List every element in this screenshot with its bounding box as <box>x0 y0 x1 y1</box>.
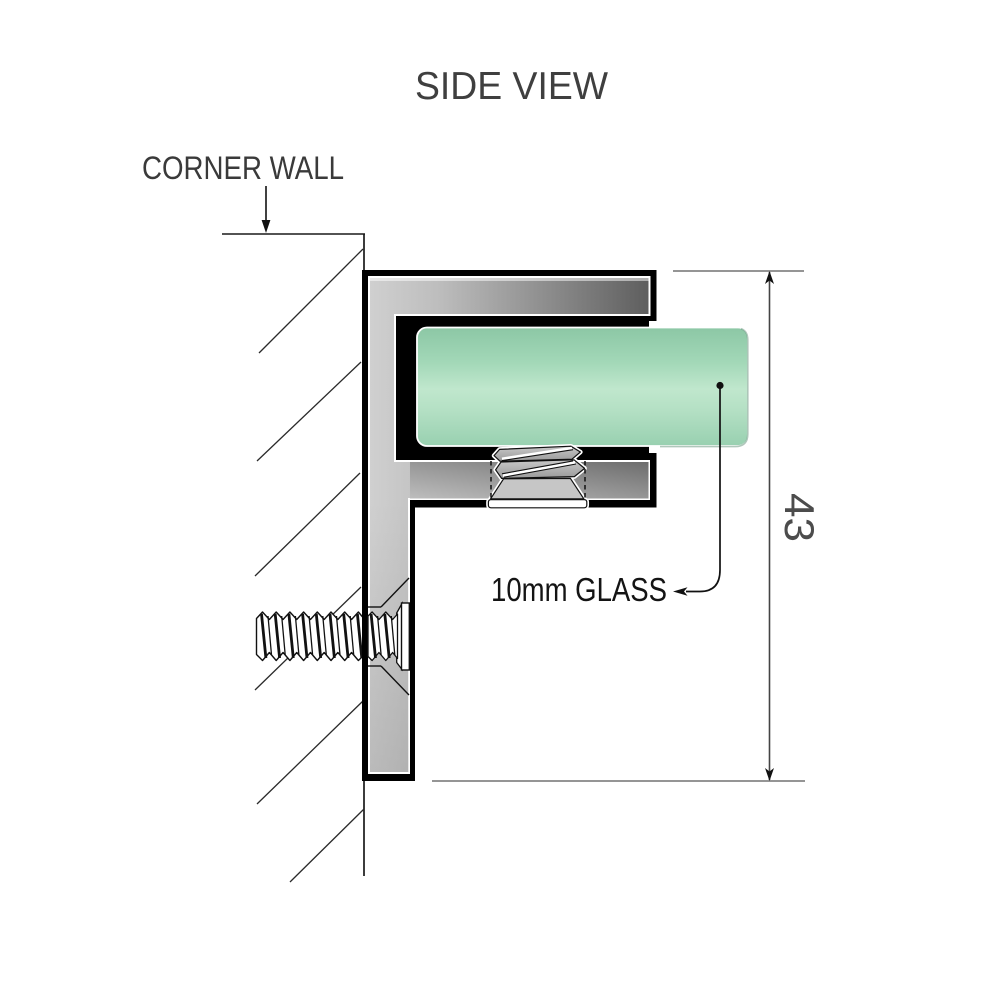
svg-text:CORNER WALL: CORNER WALL <box>142 150 344 186</box>
svg-text:43: 43 <box>776 493 823 542</box>
svg-text:SIDE VIEW: SIDE VIEW <box>415 65 608 108</box>
svg-text:10mm GLASS: 10mm GLASS <box>491 571 667 608</box>
